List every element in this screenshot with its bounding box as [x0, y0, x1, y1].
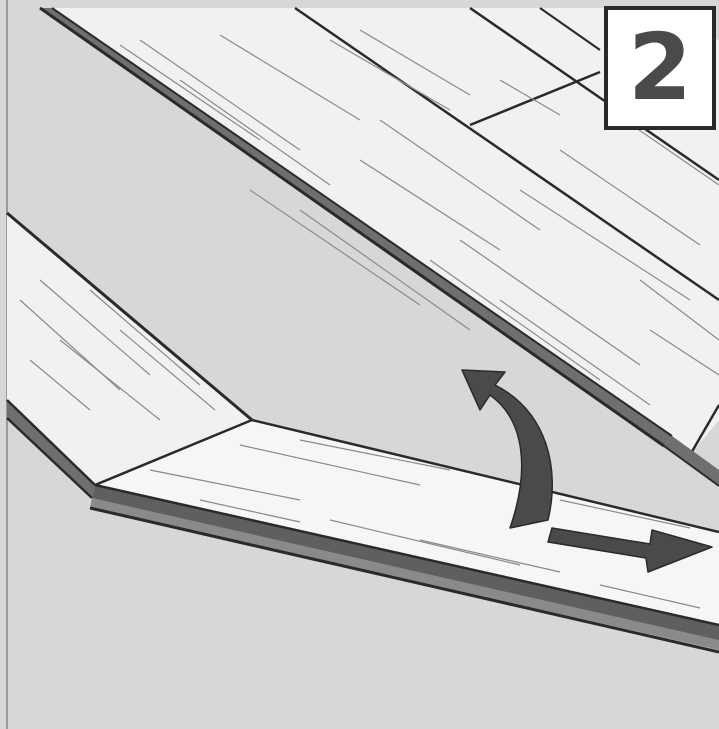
new-plank [89, 418, 719, 654]
installed-plank-left [6, 211, 253, 499]
step-number-badge: 2 [604, 6, 716, 130]
right-arrow-icon [547, 527, 713, 573]
curved-up-arrow-icon [461, 369, 553, 529]
step-number: 2 [627, 14, 692, 121]
installed-planks-top [39, 6, 719, 487]
